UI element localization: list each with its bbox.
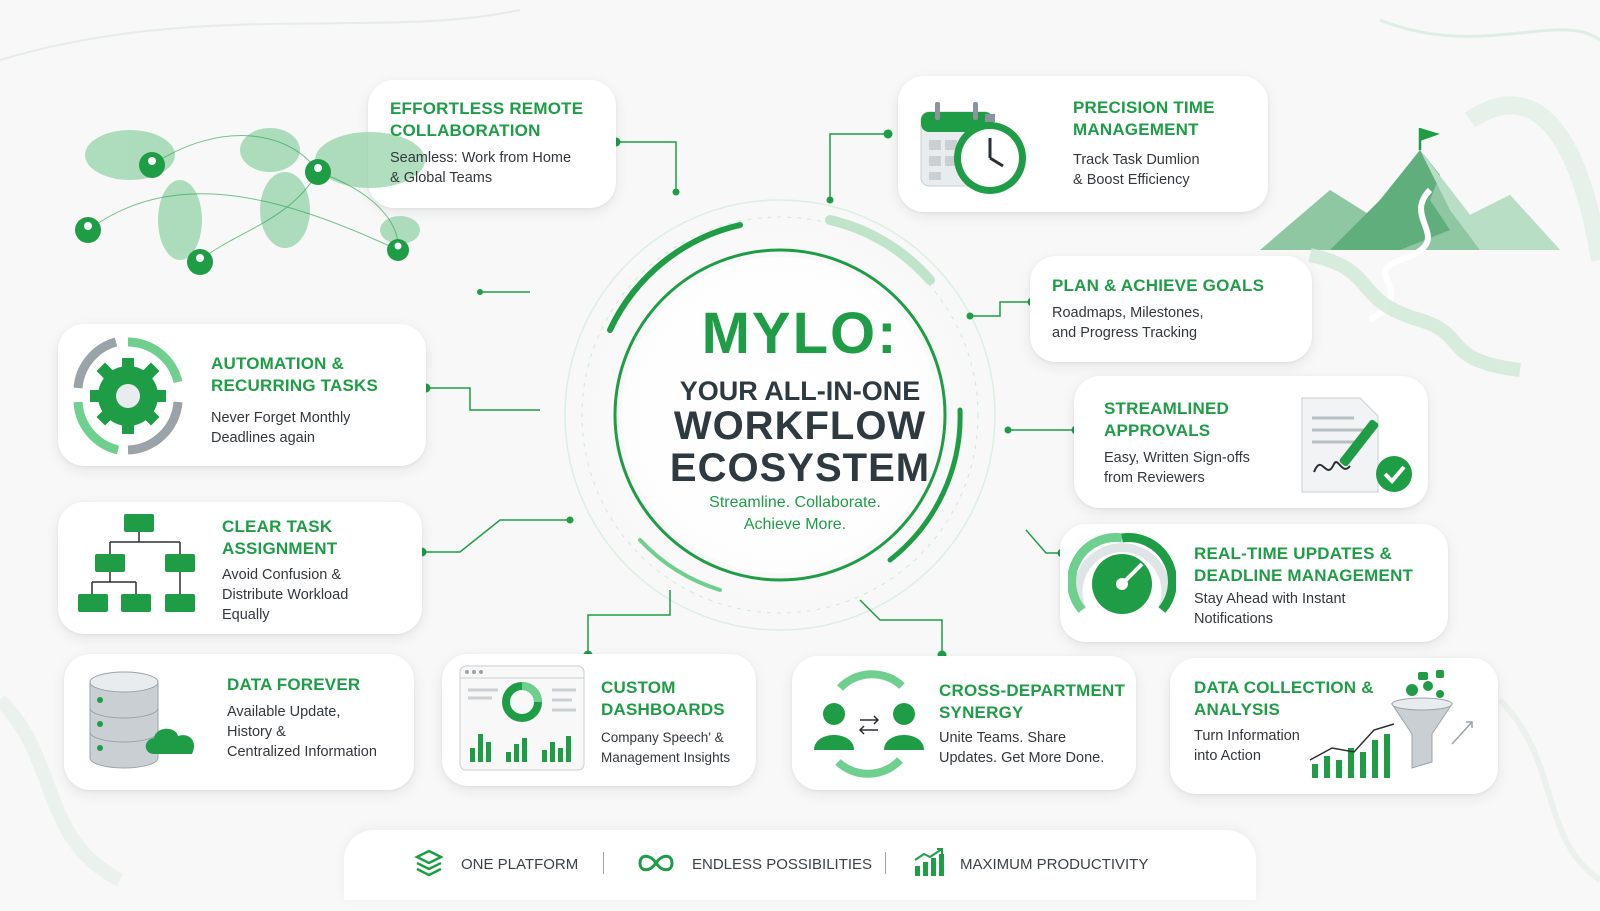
card-description: Available Update,History &Centralized In… <box>227 704 377 760</box>
gear-cycle-icon <box>73 337 183 455</box>
footer-one-platform: ONE PLATFORM <box>461 856 579 873</box>
slogan-line-1: Streamline. Collaborate. <box>709 494 881 511</box>
card-title: AUTOMATION &RECURRING TASKS <box>211 354 379 395</box>
world-map-icon <box>75 128 425 275</box>
speedometer-icon <box>1068 533 1176 614</box>
layers-icon <box>414 849 444 877</box>
mountain-flag-icon <box>1260 128 1560 377</box>
footer-bar: ONE PLATFORM ENDLESS POSSIBILITIES MAXIM… <box>344 830 1256 900</box>
database-cloud-icon <box>89 671 195 769</box>
funnel-chart-icon <box>1309 670 1473 778</box>
card-description: Seamless: Work from Home& Global Teams <box>390 150 572 186</box>
card-title: DATA COLLECTION &ANALYSIS <box>1194 678 1374 719</box>
footer-divider <box>603 852 604 874</box>
org-chart-icon <box>78 514 195 612</box>
slogan-line-2: Achieve More. <box>743 516 847 533</box>
main-title: MYLO: <box>701 301 899 366</box>
signed-document-icon <box>1301 397 1412 493</box>
card-data-analysis <box>1170 658 1498 794</box>
card-description: Roadmaps, Milestones,and Progress Tracki… <box>1052 305 1204 341</box>
infinity-icon <box>638 854 674 872</box>
subtitle-line-2: WORKFLOW <box>673 404 927 448</box>
card-description: Company Speech' &Management Insights <box>601 730 731 765</box>
footer-maximum-productivity: MAXIMUM PRODUCTIVITY <box>960 856 1149 873</box>
footer-divider <box>885 852 886 874</box>
footer-endless-possibilities: ENDLESS POSSIBILITIES <box>692 856 873 873</box>
card-title: REAL-TIME UPDATES &DEADLINE MANAGEMENT <box>1194 544 1414 585</box>
subtitle-line-3: ECOSYSTEM <box>669 446 931 490</box>
growth-chart-icon <box>914 848 944 876</box>
card-plan-goals <box>1030 256 1312 362</box>
card-description: Track Task Dumlion& Boost Efficiency <box>1073 152 1200 188</box>
team-exchange-icon <box>814 670 924 778</box>
card-title: PLAN & ACHIEVE GOALS <box>1052 276 1265 295</box>
stopwatch-calendar-icon <box>920 102 1026 194</box>
dashboard-icon <box>459 665 585 771</box>
subtitle-line-1: YOUR ALL-IN-ONE <box>679 376 921 406</box>
card-title: DATA FOREVER <box>227 675 361 694</box>
